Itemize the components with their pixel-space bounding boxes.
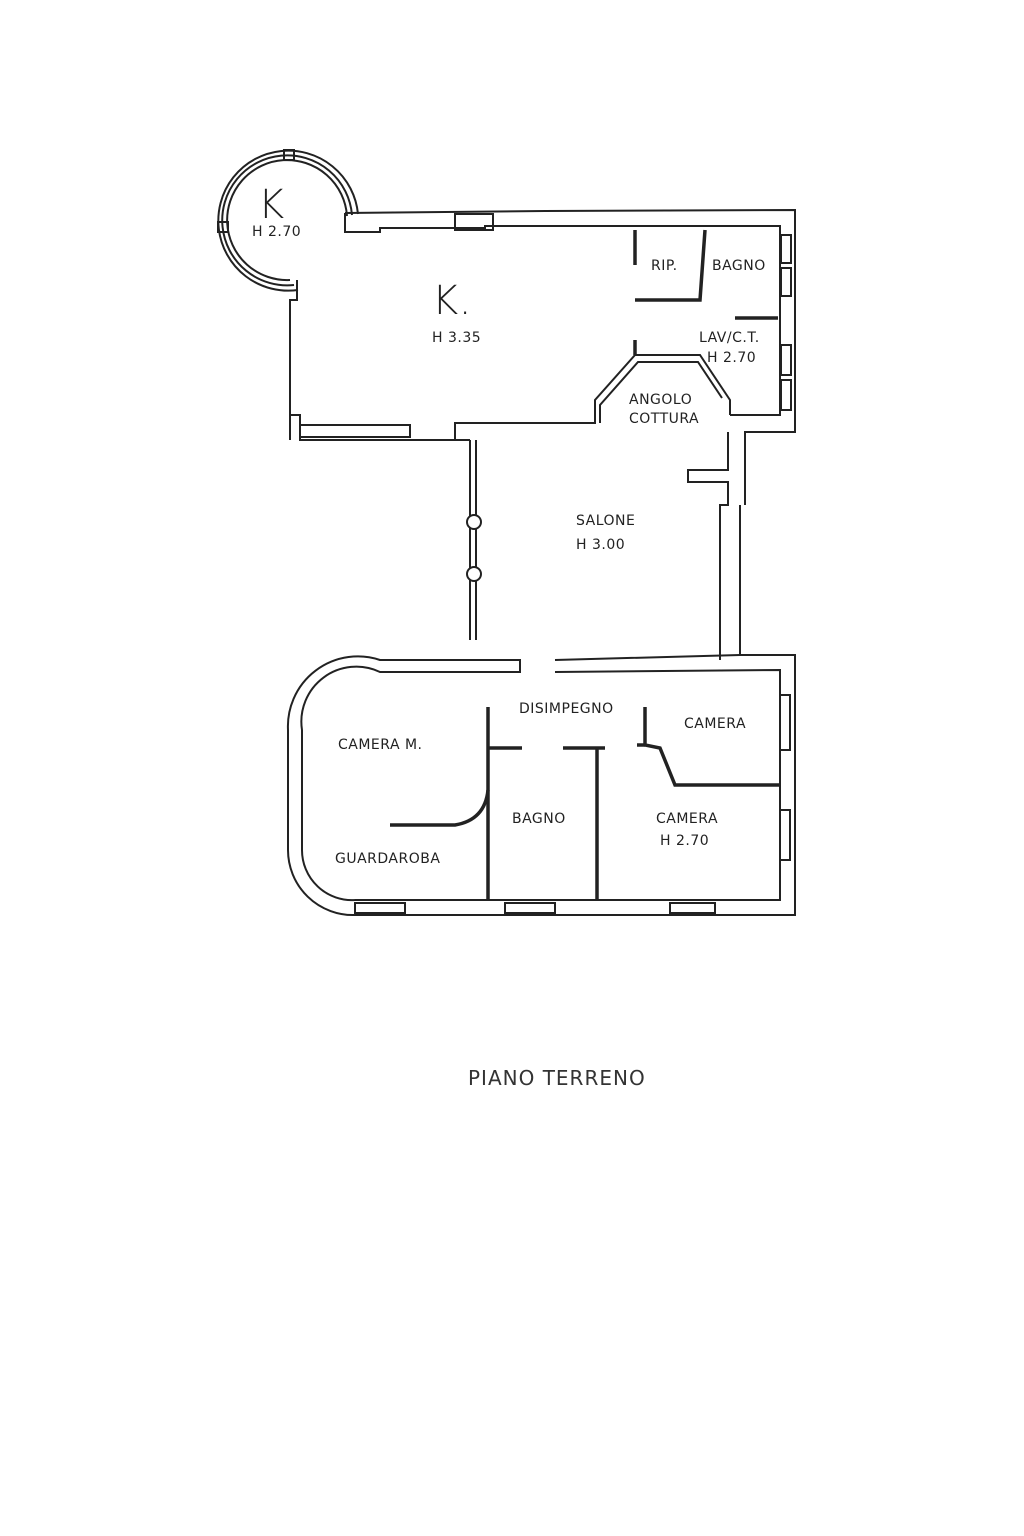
bagno-top-label: BAGNO: [712, 258, 766, 274]
salone-label: SALONE: [576, 513, 636, 529]
tower-walls: [217, 149, 359, 292]
angolo-label: ANGOLO: [629, 392, 693, 408]
plan-title: PIANO TERRENO: [468, 1066, 646, 1090]
camera1-label: CAMERA: [684, 716, 747, 732]
guardaroba-label: GUARDAROBA: [335, 851, 441, 867]
cottura-label: COTTURA: [629, 411, 700, 427]
rip-label: RIP.: [651, 258, 678, 274]
camera2-label: CAMERA: [656, 811, 719, 827]
main-k-height: H 3.35: [432, 330, 482, 346]
salone-height: H 3.00: [576, 537, 626, 553]
salone-walls: [466, 432, 741, 660]
lav-height: H 2.70: [707, 350, 757, 366]
tower-room-height: H 2.70: [252, 224, 302, 240]
lav-label: LAV/C.T.: [699, 330, 760, 346]
camera2-height: H 2.70: [660, 833, 710, 849]
lower-walls: [286, 654, 796, 917]
upper-walls: [289, 208, 796, 505]
bagno-bottom-label: BAGNO: [512, 811, 566, 827]
camera-m-label: CAMERA M.: [338, 737, 423, 753]
disimpegno-label: DISIMPEGNO: [519, 701, 614, 717]
main-k-label: K.: [432, 278, 472, 324]
tower-room-label: K: [258, 182, 285, 228]
